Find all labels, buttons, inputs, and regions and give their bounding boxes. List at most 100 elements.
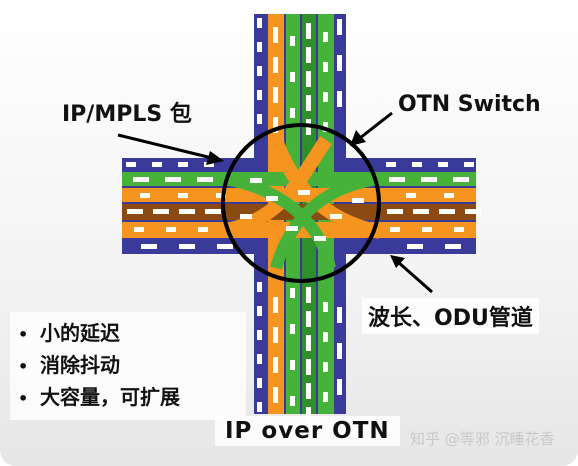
- packet: [257, 66, 262, 76]
- packet: [290, 396, 295, 406]
- packet: [306, 311, 311, 327]
- packet: [323, 392, 328, 402]
- packet: [141, 244, 157, 249]
- packet: [323, 362, 328, 372]
- packet: [465, 209, 481, 214]
- packet: [337, 19, 342, 35]
- packet: [464, 162, 474, 167]
- packet: [306, 23, 311, 39]
- packet: [290, 360, 295, 370]
- packet: [250, 178, 262, 183]
- packet: [179, 209, 195, 214]
- packet: [323, 62, 328, 72]
- packet: [165, 177, 181, 182]
- packet: [323, 302, 328, 312]
- packet: [298, 190, 310, 195]
- packet: [290, 288, 295, 298]
- packet: [216, 193, 226, 198]
- packet: [413, 209, 429, 214]
- packet: [306, 287, 311, 303]
- packet: [438, 162, 448, 167]
- packet: [337, 379, 342, 395]
- packet: [257, 354, 262, 364]
- packet: [257, 18, 262, 28]
- packet: [444, 193, 454, 198]
- packet: [387, 209, 403, 214]
- packet: [323, 92, 328, 102]
- switched-wavelength-path: [269, 137, 382, 239]
- packet: [152, 162, 162, 167]
- packet: [273, 297, 278, 313]
- benefit-item: •小的延迟: [18, 318, 238, 350]
- packet: [390, 227, 400, 232]
- packet: [337, 307, 342, 323]
- packet: [306, 335, 311, 351]
- packet: [257, 402, 262, 412]
- watermark: 知乎 @等邪 沉睡花香: [410, 430, 555, 448]
- packet: [422, 227, 432, 232]
- packet: [453, 177, 469, 182]
- benefit-item: •消除抖动: [18, 350, 238, 382]
- packet: [306, 383, 311, 399]
- ip-mpls-pointer-arrow: [117, 133, 224, 165]
- packet: [134, 227, 144, 232]
- packet: [273, 27, 278, 43]
- odu-pipe-label: 波长、ODU管道: [362, 298, 539, 334]
- benefit-item: •大容量，可扩展: [18, 382, 238, 414]
- packet: [240, 214, 252, 219]
- packet: [198, 227, 208, 232]
- packet: [290, 36, 295, 46]
- packet: [257, 42, 262, 52]
- packet: [273, 117, 278, 133]
- packet: [266, 196, 278, 201]
- packet: [205, 209, 221, 214]
- packet: [197, 177, 213, 182]
- odu-pipe-pointer-arrow: [390, 255, 433, 294]
- bullet: •: [18, 389, 29, 408]
- packet: [273, 57, 278, 73]
- packet: [306, 407, 311, 423]
- packet: [439, 209, 455, 214]
- packet: [257, 90, 262, 100]
- packet: [352, 198, 364, 203]
- packet: [306, 95, 311, 111]
- packet: [166, 227, 176, 232]
- packet: [290, 108, 295, 118]
- packet: [153, 209, 169, 214]
- packet: [454, 227, 464, 232]
- packet: [178, 162, 188, 167]
- packet: [337, 91, 342, 107]
- otn-switch-circle: [221, 123, 381, 283]
- diagram-title: IP over OTN: [215, 416, 400, 446]
- packet: [421, 177, 437, 182]
- bullet: •: [18, 325, 29, 344]
- packet: [204, 162, 214, 167]
- packet: [337, 55, 342, 71]
- packet: [257, 330, 262, 340]
- packet: [273, 387, 278, 403]
- packet: [126, 162, 136, 167]
- packet: [323, 332, 328, 342]
- packet: [406, 193, 416, 198]
- packet: [273, 357, 278, 373]
- otn-switch-label: OTN Switch: [398, 92, 541, 117]
- packet: [273, 327, 278, 343]
- benefits-list: •小的延迟 •消除抖动 •大容量，可扩展: [10, 312, 246, 420]
- packet: [306, 359, 311, 375]
- packet: [179, 244, 195, 249]
- switched-wavelength-path: [270, 174, 374, 270]
- packet: [330, 214, 342, 219]
- packet: [217, 244, 233, 249]
- packet: [389, 177, 405, 182]
- packet: [178, 193, 188, 198]
- packet: [140, 193, 150, 198]
- packet: [314, 236, 326, 241]
- packet: [257, 378, 262, 388]
- packet: [290, 324, 295, 334]
- packet: [306, 71, 311, 87]
- packet: [286, 226, 298, 231]
- packet: [127, 209, 143, 214]
- packet: [257, 306, 262, 316]
